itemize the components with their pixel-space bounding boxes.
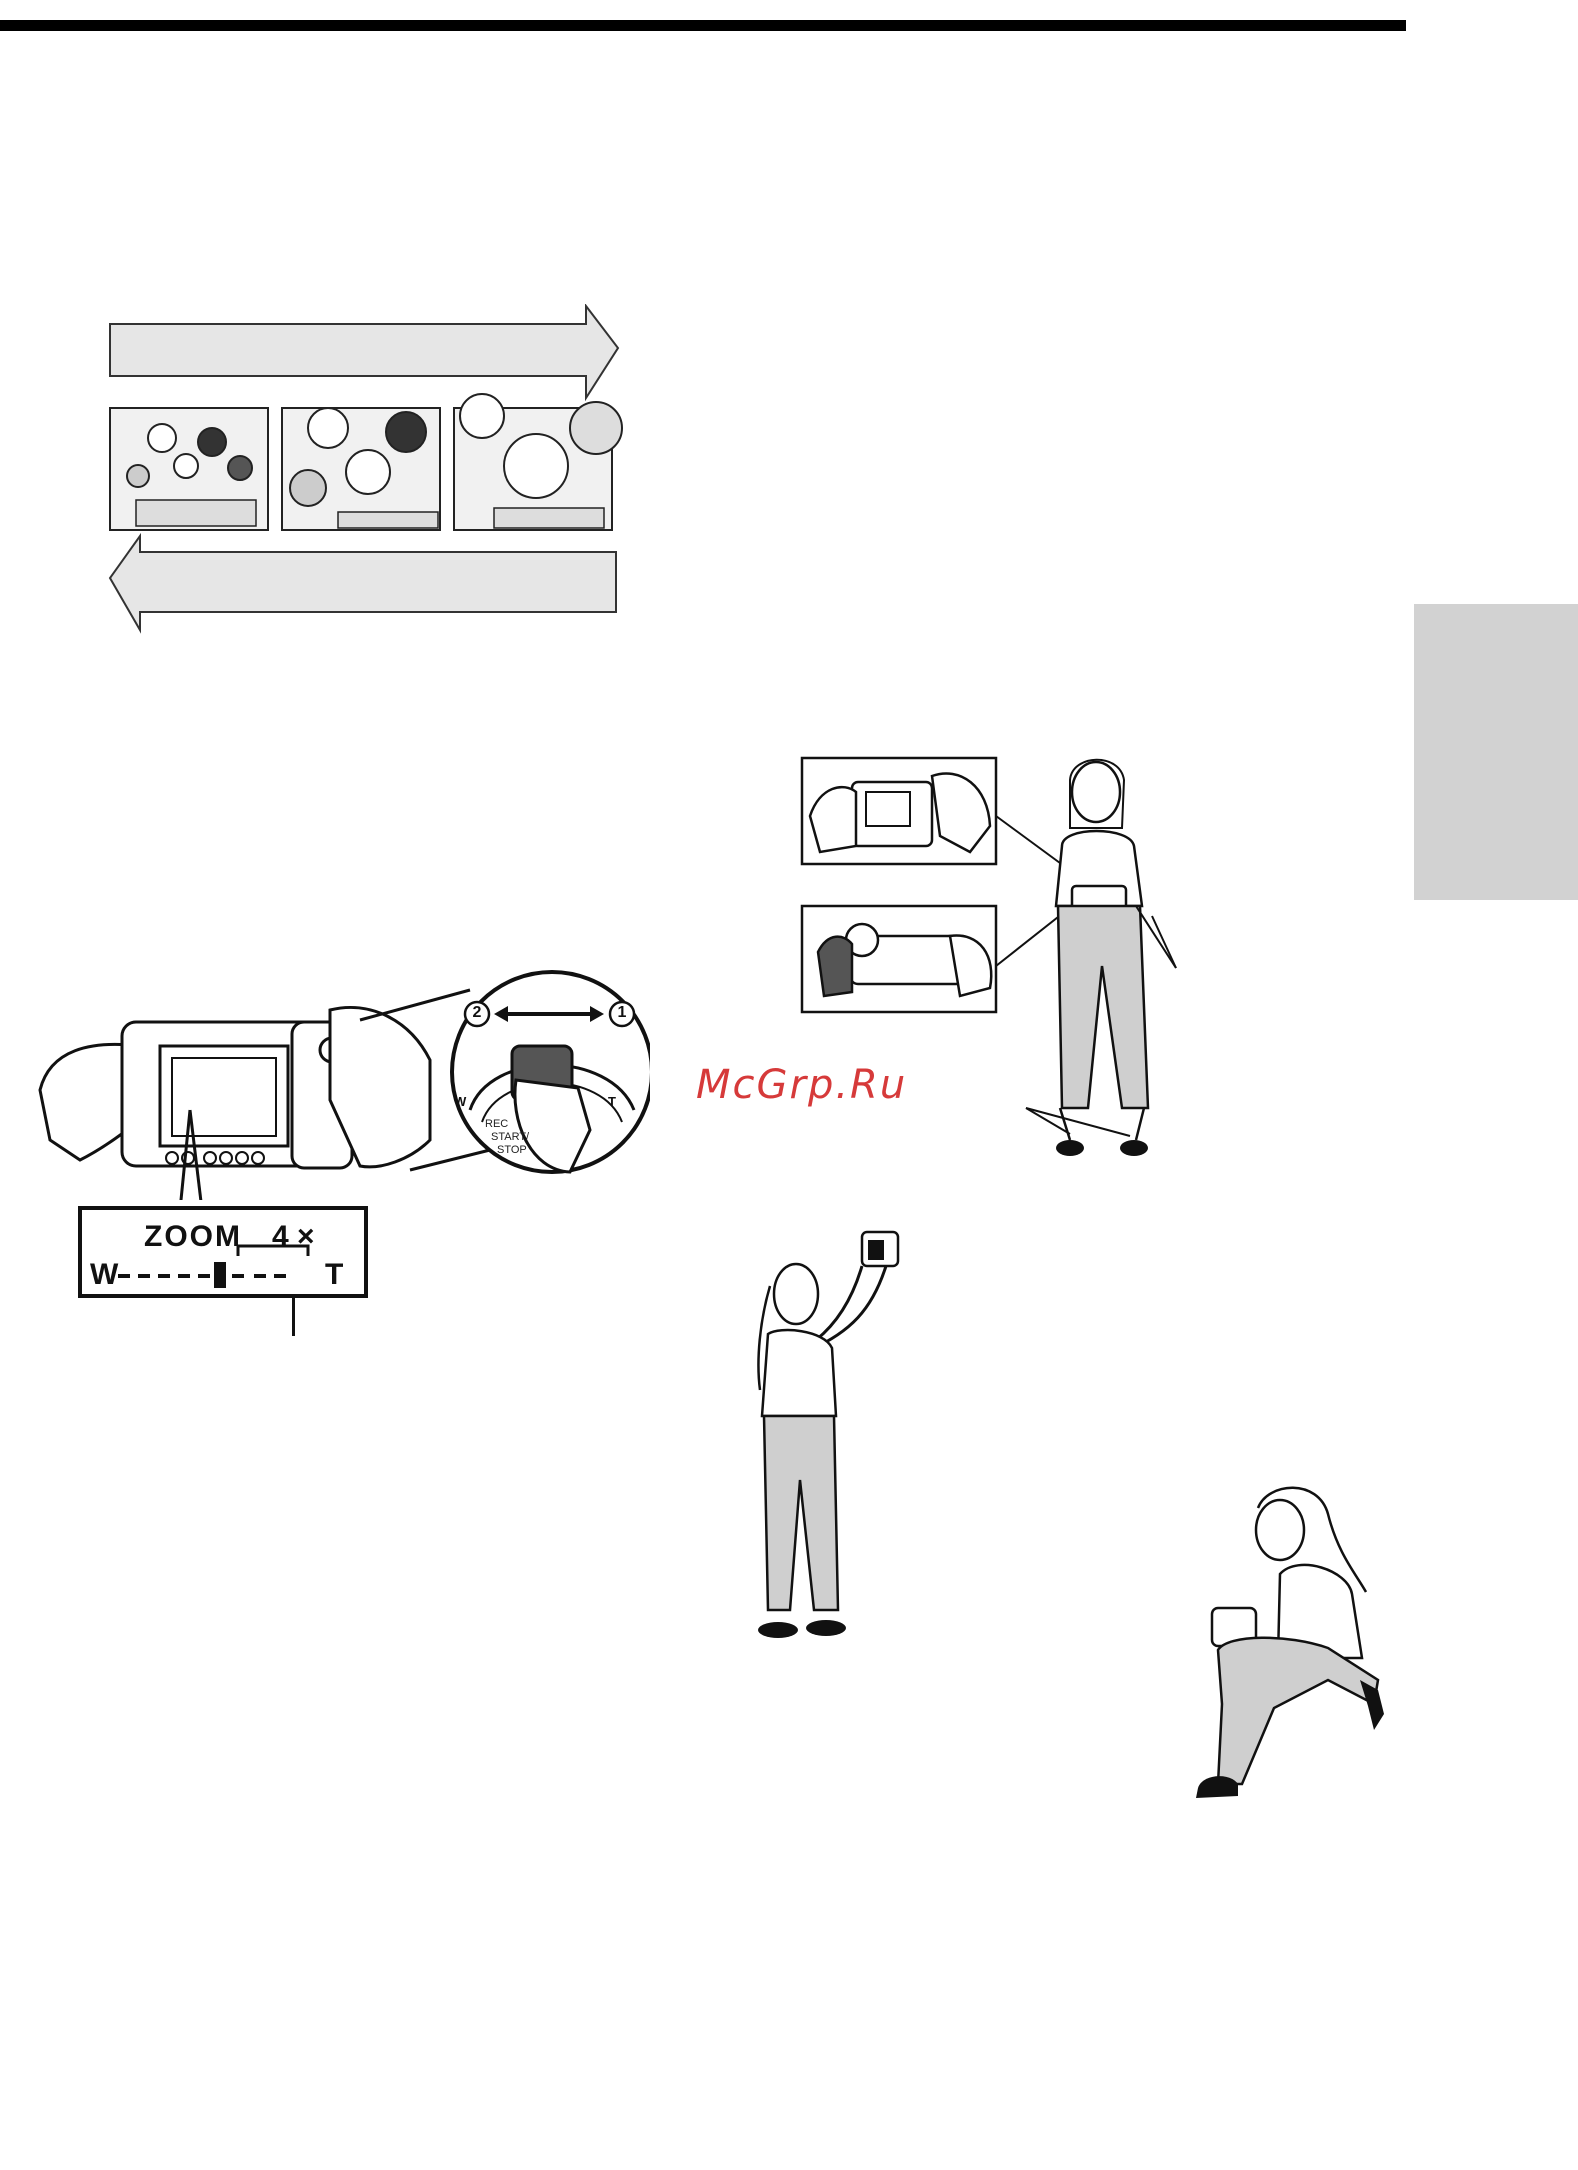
zoom-display-panel: ZOOM 4 × W T [78,1206,368,1298]
frame-mid [282,408,440,530]
dial-rec-label-1: REC [485,1118,508,1130]
dial-tele-label: T [608,1094,616,1109]
zoom-sequence-illustration [106,304,626,634]
zoom-in-arrow [110,306,618,398]
zoom-scale-bar [82,1210,364,1294]
camcorder-zoom-lever-illustration [30,960,650,1200]
dial-marker-2: 2 [467,1004,487,1022]
section-tab [1414,604,1578,900]
high-angle-posture-illustration [740,1230,920,1640]
inset-camera-back [802,758,996,864]
dial-rec-label-3: STOP [497,1144,527,1156]
dial-rec-label-2: START/ [491,1131,529,1143]
zoom-position-marker [214,1262,226,1288]
top-rule [0,20,1406,31]
frame-wide [110,408,268,530]
inset-camera-side [802,906,996,1012]
dial-marker-1: 1 [612,1004,632,1022]
dial-wide-label: W [454,1094,466,1109]
watermark-text: McGrp.Ru [696,1062,907,1108]
frame-tele [454,394,622,530]
zoom-callout-line [292,1296,295,1336]
kneeling-posture-illustration [1178,1484,1388,1804]
zoom-out-arrow [110,536,616,630]
